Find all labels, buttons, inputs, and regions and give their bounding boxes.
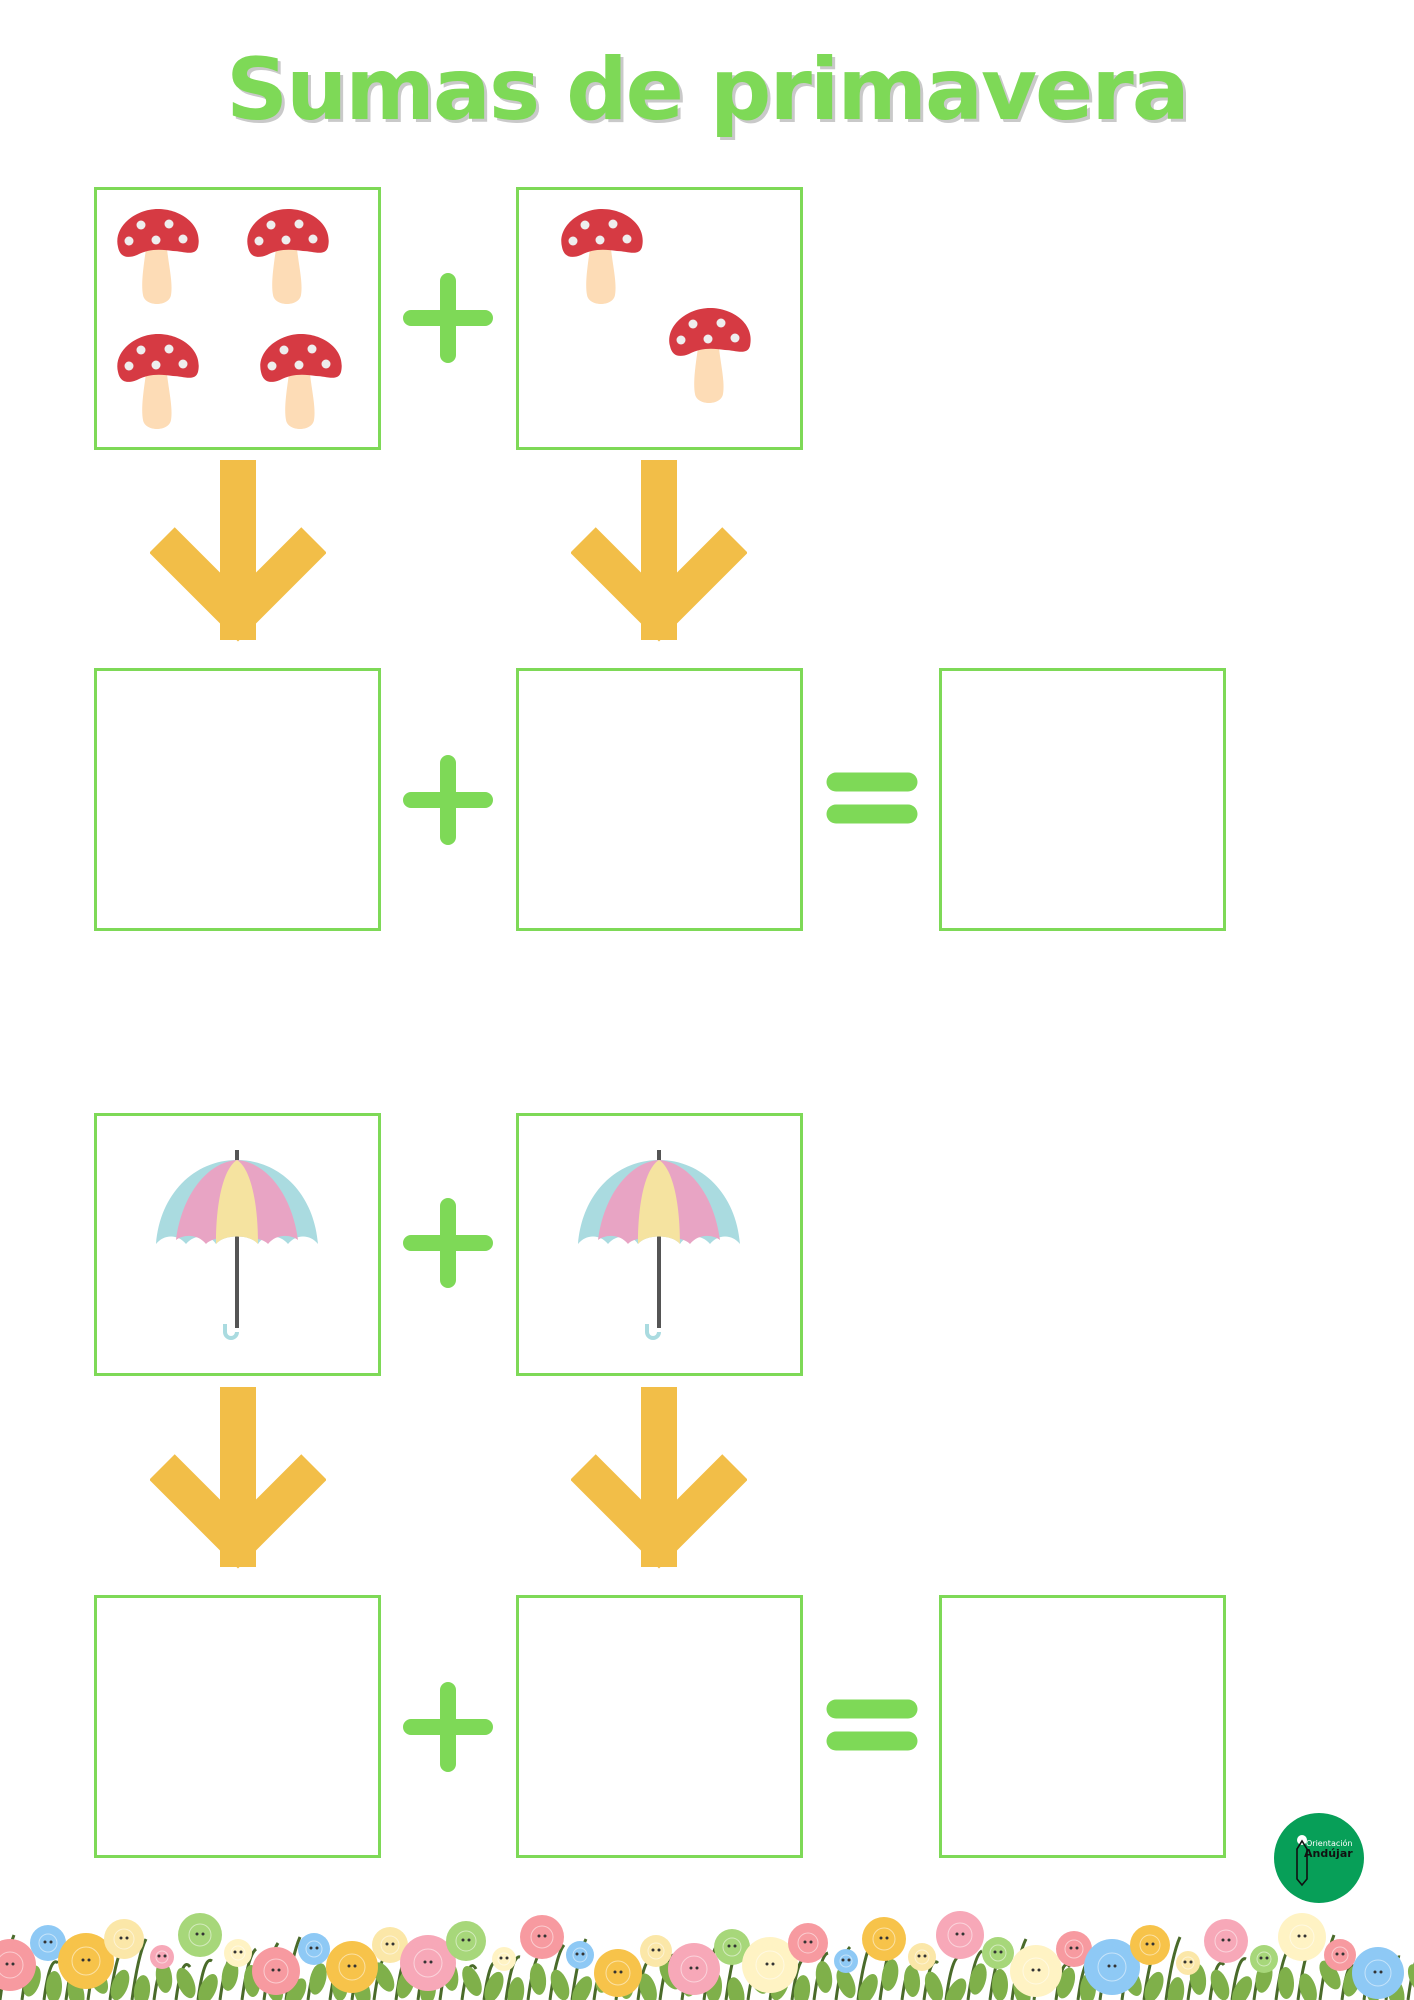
mushroom-icon (256, 332, 346, 438)
mushroom-icon (665, 306, 755, 412)
addend-picture-box-left (94, 187, 381, 450)
orientacion-andujar-logo: Orientación Andújar (1274, 1813, 1364, 1903)
mushroom-icon (557, 207, 647, 313)
logo-line1: Orientación (1306, 1839, 1353, 1848)
mushroom-icon (113, 207, 203, 313)
mushroom-icon (113, 332, 203, 438)
plus-sign (403, 755, 493, 845)
pencil-icon (1296, 1835, 1308, 1887)
answer-box-addend-2[interactable] (516, 1595, 803, 1858)
arrow-down-icon (150, 1387, 326, 1569)
answer-box-addend-2[interactable] (516, 668, 803, 931)
mushroom-icon (243, 207, 333, 313)
logo-line2: Andújar (1304, 1847, 1353, 1860)
equals-sign (826, 772, 918, 824)
answer-box-sum[interactable] (939, 1595, 1226, 1858)
answer-box-addend-1[interactable] (94, 1595, 381, 1858)
answer-box-sum[interactable] (939, 668, 1226, 931)
plus-sign (403, 1198, 493, 1288)
plus-sign (403, 273, 493, 363)
equals-sign (826, 1699, 918, 1751)
addend-picture-box-right (516, 187, 803, 450)
flower-border-decoration (0, 1911, 1414, 2000)
arrow-down-icon (571, 460, 747, 642)
umbrella-icon (576, 1150, 742, 1346)
answer-box-addend-1[interactable] (94, 668, 381, 931)
page-title: Sumas de primavera (226, 40, 1190, 140)
arrow-down-icon (571, 1387, 747, 1569)
addend-picture-box-right (516, 1113, 803, 1376)
arrow-down-icon (150, 460, 326, 642)
plus-sign (403, 1682, 493, 1772)
umbrella-icon (154, 1150, 320, 1346)
addend-picture-box-left (94, 1113, 381, 1376)
